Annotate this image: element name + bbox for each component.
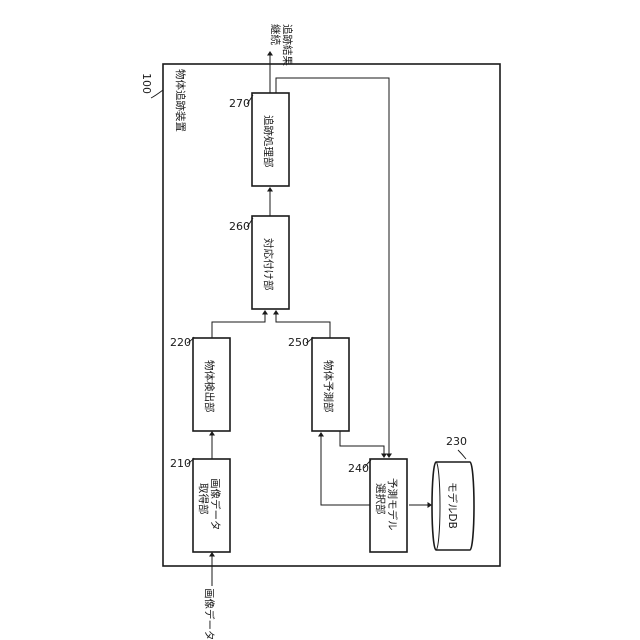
block-model-selection-line1: 予測モデル [386,478,399,531]
wire-detection-to-association [212,311,265,338]
output-label-line1: 継続 [269,24,282,45]
block-association-line1: 対応付け部 [262,238,275,291]
arrowhead-association-to-tracking [267,187,273,192]
output-label-line2: 追跡結果 [281,24,294,66]
block-object-prediction: 物体予測部 250 [288,336,349,431]
block-tracking: 追跡処理部 270 [229,93,289,186]
block-model-db-leader [458,450,466,459]
block-model-db: モデルDB 230 [432,435,474,550]
block-model-selection-ref: 240 [348,462,369,475]
wire-prediction-to-association [276,311,330,338]
block-object-detection: 物体検出部 220 [170,336,230,431]
block-image-acquisition-line1: 画像データ [209,478,222,531]
input-label: 画像データ [203,588,216,640]
block-association: 対応付け部 260 [229,216,289,309]
block-model-selection-line2: 選択部 [374,483,387,515]
block-object-prediction-ref: 250 [288,336,309,349]
device-name-label: 物体追跡装置 [174,69,187,132]
block-object-prediction-line1: 物体予測部 [322,360,335,413]
arrowhead-tracking-to-output [267,51,273,56]
arrowhead-tracking-to-model-selection [386,454,392,459]
block-object-detection-line1: 物体検出部 [203,360,216,413]
arrowhead-detection-to-association [262,310,268,315]
arrowhead-selection-to-prediction [318,432,324,437]
arrowhead-prediction-to-association [273,310,279,315]
device-ref-label: 100 [140,73,153,94]
wire-prediction-to-selection [340,431,384,457]
block-image-acquisition: 画像データ 取得部 210 [170,457,230,552]
block-tracking-line1: 追跡処理部 [262,115,275,168]
arrowhead-prediction-to-selection [381,454,387,459]
block-image-acquisition-line2: 取得部 [197,483,210,515]
block-model-db-line1: モデルDB [446,482,459,529]
block-model-db-ref: 230 [446,435,467,448]
